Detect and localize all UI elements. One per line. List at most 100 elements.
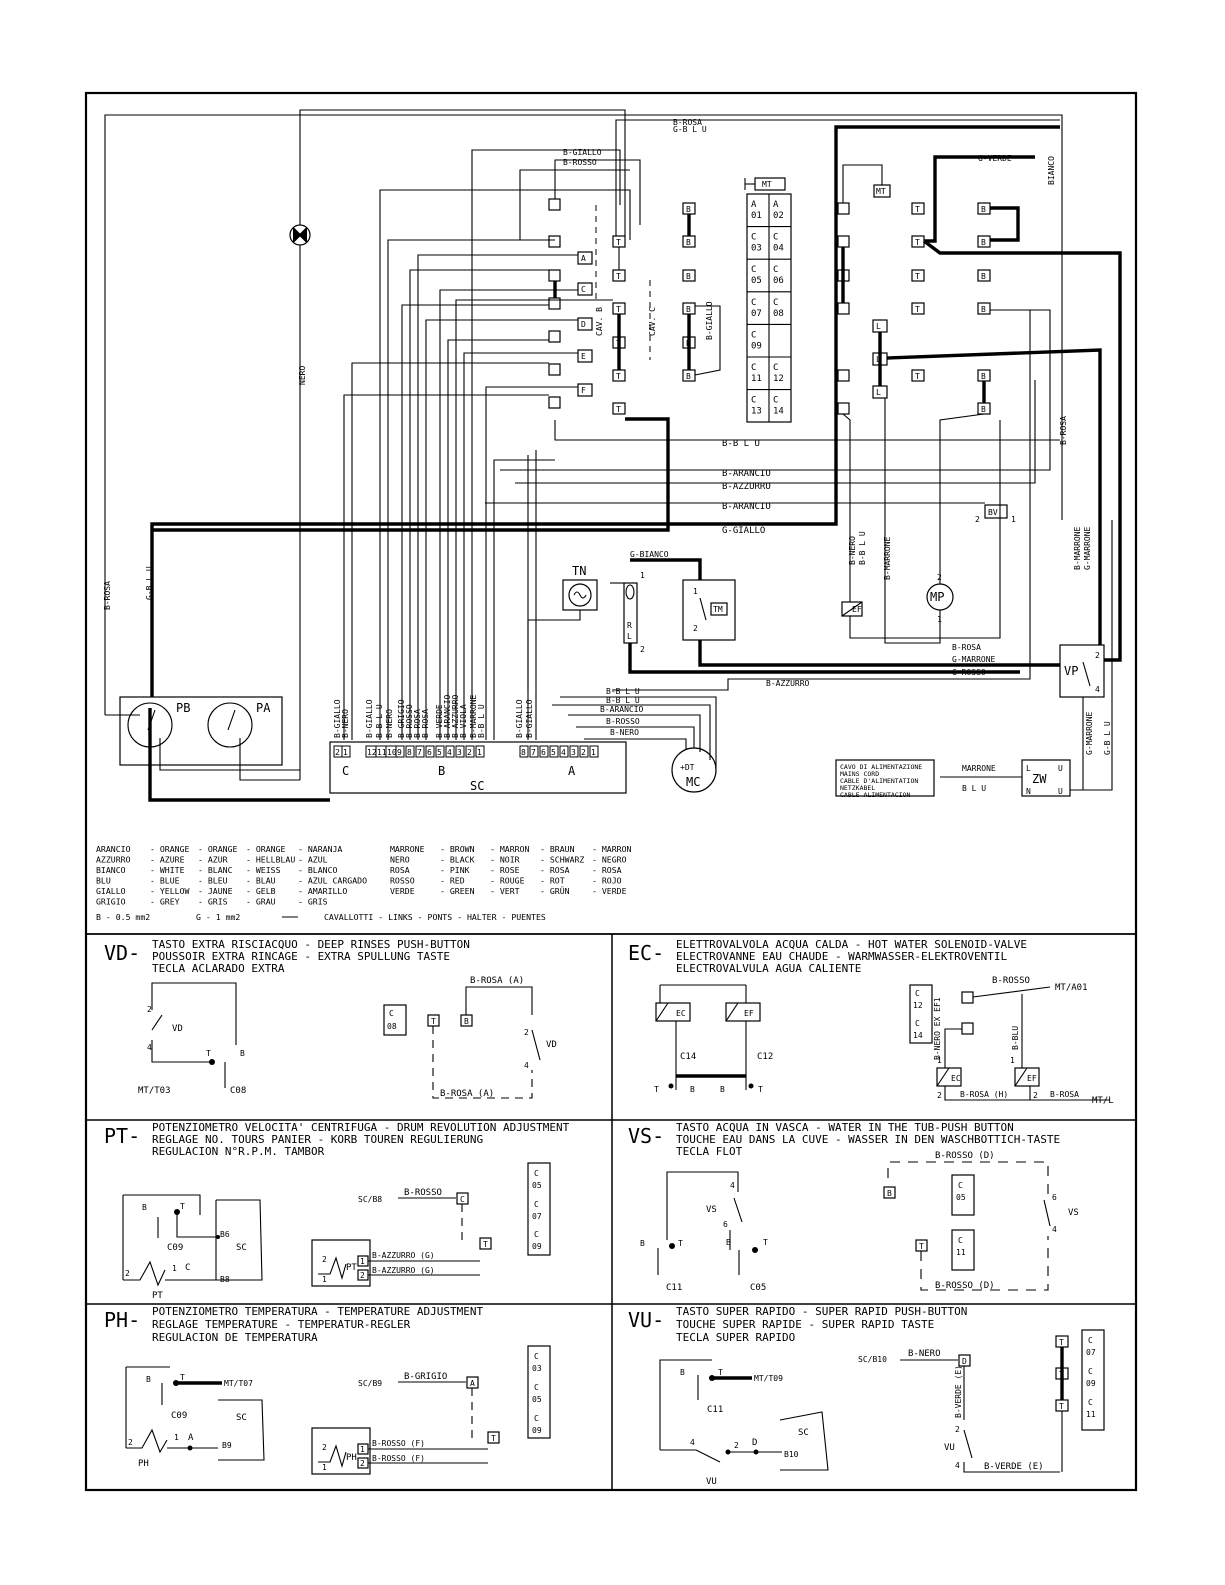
terminal-cell: 03 [751, 244, 762, 254]
sc-wire-label: B-GIALLO [515, 699, 524, 738]
svg-text:C: C [460, 1195, 465, 1204]
svg-text:T: T [763, 1238, 768, 1247]
svg-text:1: 1 [1011, 515, 1016, 524]
legend-entry: ROSA [390, 865, 410, 875]
svg-text:09: 09 [1086, 1379, 1096, 1388]
svg-text:B-ROSA: B-ROSA [1050, 1090, 1079, 1099]
svg-text:B-ROSA: B-ROSA [952, 643, 981, 652]
svg-text:B: B [686, 272, 691, 281]
svg-text:PB: PB [176, 701, 190, 715]
sc-wire-label: B-ROSSO [405, 704, 414, 738]
sc-terminal-number: 4 [447, 748, 452, 757]
terminal-cell: 08 [773, 309, 784, 319]
svg-text:1: 1 [174, 1433, 179, 1442]
svg-text:B-NERO: B-NERO [908, 1349, 941, 1359]
svg-text:T: T [915, 372, 920, 381]
svg-text:B-ROSSO: B-ROSSO [563, 158, 597, 167]
svg-text:T: T [616, 405, 621, 414]
svg-text:MT: MT [876, 187, 886, 196]
color-legend: ARANCIO- ORANGE- ORANGE- ORANGE- NARANJA… [96, 844, 632, 907]
legend-entry: - GRIS [198, 897, 228, 907]
svg-text:VU: VU [706, 1477, 717, 1487]
svg-text:L: L [627, 632, 632, 641]
sc-wire-label: B-B L U [375, 704, 384, 738]
svg-text:2: 2 [128, 1438, 133, 1447]
svg-text:T: T [915, 238, 920, 247]
sc-wire-label: B-B L U [477, 704, 486, 738]
svg-text:C: C [1088, 1367, 1093, 1376]
terminal-cell: A [751, 200, 757, 210]
svg-text:T: T [616, 238, 621, 247]
svg-text:6: 6 [723, 1220, 728, 1229]
sc-terminal-number: 7 [417, 748, 422, 757]
sc-wire-label: B-ROSA [413, 709, 422, 738]
svg-text:2: 2 [734, 1441, 739, 1450]
svg-text:B-ROSSO: B-ROSSO [404, 1188, 442, 1198]
svg-text:1: 1 [322, 1463, 327, 1472]
svg-text:14: 14 [913, 1031, 923, 1040]
svg-text:1: 1 [1010, 1056, 1015, 1065]
svg-text:U: U [1058, 764, 1063, 773]
svg-text:L: L [876, 388, 881, 397]
mains-cord-label: MAINS CORD [840, 770, 879, 778]
svg-text:07: 07 [1086, 1348, 1096, 1357]
terminal-cell: 11 [751, 374, 762, 384]
sc-wire-label: B-VIOLA [459, 704, 468, 738]
legend-entry: - ROSA [592, 865, 622, 875]
svg-text:C: C [534, 1352, 539, 1361]
svg-text:B-AZZURRO (G): B-AZZURRO (G) [372, 1266, 435, 1275]
legend-entry: - AZUR [198, 855, 228, 865]
sc-wire-label: B-NERO [341, 709, 350, 738]
terminal-cell: 02 [773, 211, 784, 221]
svg-text:VS: VS [706, 1205, 717, 1215]
sc-wire-label: B-GIALLO [365, 699, 374, 738]
svg-text:C11: C11 [707, 1405, 723, 1415]
svg-text:B6: B6 [220, 1230, 230, 1239]
svg-text:B-ROSA (A): B-ROSA (A) [440, 1089, 494, 1099]
legend-entry: - HELLBLAU [246, 855, 295, 865]
legend-g: G - 1 mm2 [196, 912, 240, 922]
svg-text:VP: VP [1064, 664, 1078, 678]
svg-text:EF: EF [852, 605, 862, 614]
svg-text:B-ARANCIO: B-ARANCIO [600, 705, 644, 714]
terminal-cell: C [773, 265, 778, 275]
svg-text:09: 09 [532, 1426, 542, 1435]
svg-text:1: 1 [360, 1257, 365, 1266]
svg-text:C12: C12 [757, 1052, 773, 1062]
svg-text:B: B [981, 405, 986, 414]
svg-text:REGLAGE TEMPERATURE - TEMPERAT: REGLAGE TEMPERATURE - TEMPERATUR-REGLER [152, 1318, 411, 1331]
svg-text:MT/T03: MT/T03 [138, 1086, 171, 1096]
panel-ec: EC- ELETTROVALVOLA ACQUA CALDA - HOT WAT… [628, 938, 1114, 1106]
panel-vu: VU- TASTO SUPER RAPIDO - SUPER RAPID PUS… [628, 1305, 1105, 1487]
svg-text:B-BLU: B-BLU [1011, 1026, 1020, 1050]
legend-entry: - AZUL [298, 855, 328, 865]
svg-text:A: A [470, 1379, 475, 1388]
mains-cord-label: CAVO DI ALIMENTAZIONE [840, 763, 922, 771]
svg-text:4: 4 [524, 1061, 529, 1070]
svg-text:TASTO ACQUA IN VASCA - WATER I: TASTO ACQUA IN VASCA - WATER IN THE TUB-… [676, 1121, 1014, 1134]
svg-text:B-AZZURRO: B-AZZURRO [766, 679, 810, 688]
legend-entry: - RED [440, 876, 465, 886]
svg-text:E: E [581, 352, 586, 361]
svg-text:B-ROSSO (F): B-ROSSO (F) [372, 1439, 425, 1448]
svg-text:A: A [568, 764, 576, 778]
svg-text:T: T [180, 1373, 185, 1382]
legend-entry: - ORANGE [150, 844, 190, 854]
svg-text:C: C [389, 1009, 394, 1018]
svg-text:G-MARRONE: G-MARRONE [1083, 526, 1092, 570]
svg-text:B: B [887, 1189, 892, 1198]
svg-text:C: C [958, 1236, 963, 1245]
terminal-cell: C [751, 265, 756, 275]
svg-text:D: D [962, 1357, 967, 1366]
svg-text:T: T [180, 1202, 185, 1211]
svg-text:REGULACION DE TEMPERATURA: REGULACION DE TEMPERATURA [152, 1331, 318, 1344]
sc-terminal-number: 11 [377, 748, 387, 757]
svg-text:T: T [616, 305, 621, 314]
sc-wire-label: B-VERDE [435, 704, 444, 738]
svg-text:T: T [915, 305, 920, 314]
svg-text:ELETTROVALVOLA ACQUA CALDA - H: ELETTROVALVOLA ACQUA CALDA - HOT WATER S… [676, 938, 1027, 951]
sc-terminal-number: 1 [343, 748, 348, 757]
svg-text:SC/B8: SC/B8 [358, 1195, 382, 1204]
legend-entry: - GELB [246, 886, 276, 896]
svg-text:2: 2 [360, 1459, 365, 1468]
